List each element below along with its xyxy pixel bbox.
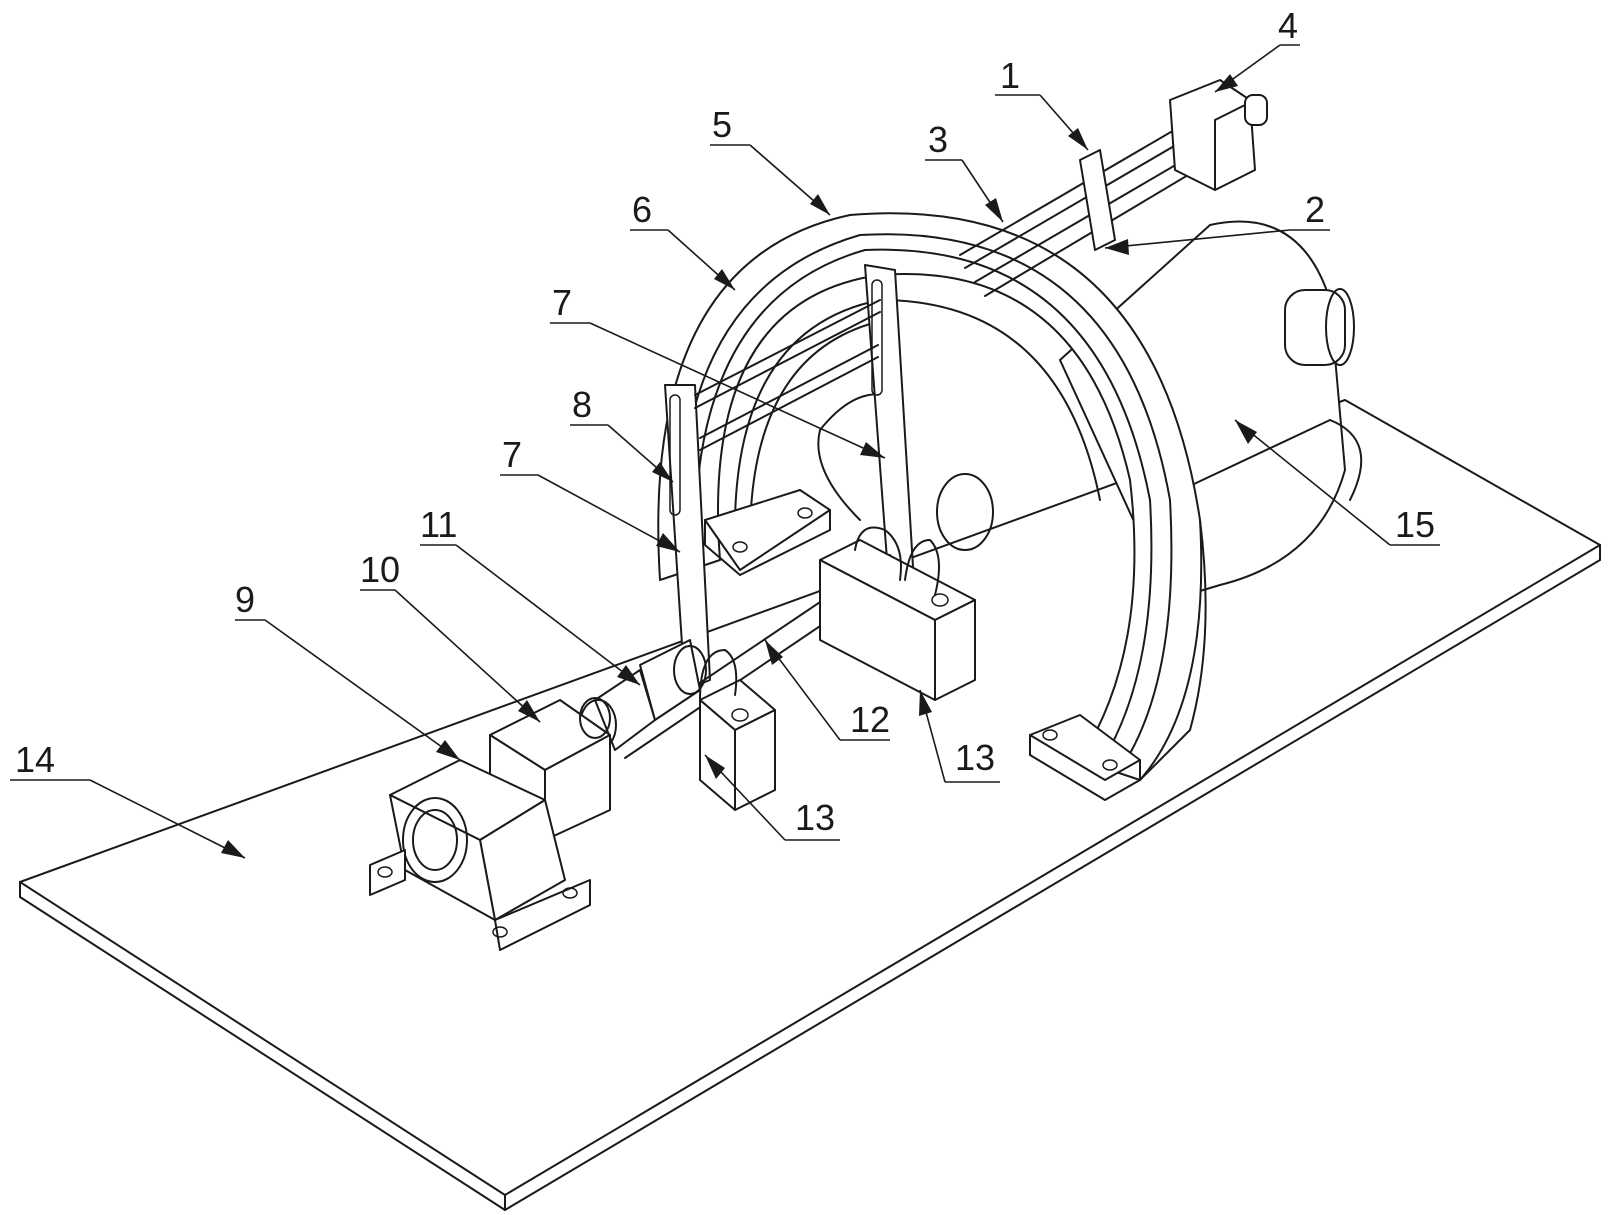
callout-15: 15 [1395,504,1435,545]
callout-9: 9 [235,579,255,620]
callout-10: 10 [360,549,400,590]
callout-7-upper: 7 [552,282,572,323]
callout-8: 8 [572,384,592,425]
callout-5: 5 [712,104,732,145]
callout-2: 2 [1305,189,1325,230]
callout-1: 1 [1000,55,1020,96]
callout-13-front: 13 [795,797,835,838]
callout-13-rear: 13 [955,737,995,778]
ring-foot-left [705,490,830,575]
callout-14: 14 [15,739,55,780]
callout-11: 11 [420,504,457,545]
callout-12: 12 [850,699,890,740]
callout-3: 3 [928,119,948,160]
callout-6: 6 [632,189,652,230]
callout-4: 4 [1278,5,1298,46]
callout-7-lower: 7 [502,434,522,475]
